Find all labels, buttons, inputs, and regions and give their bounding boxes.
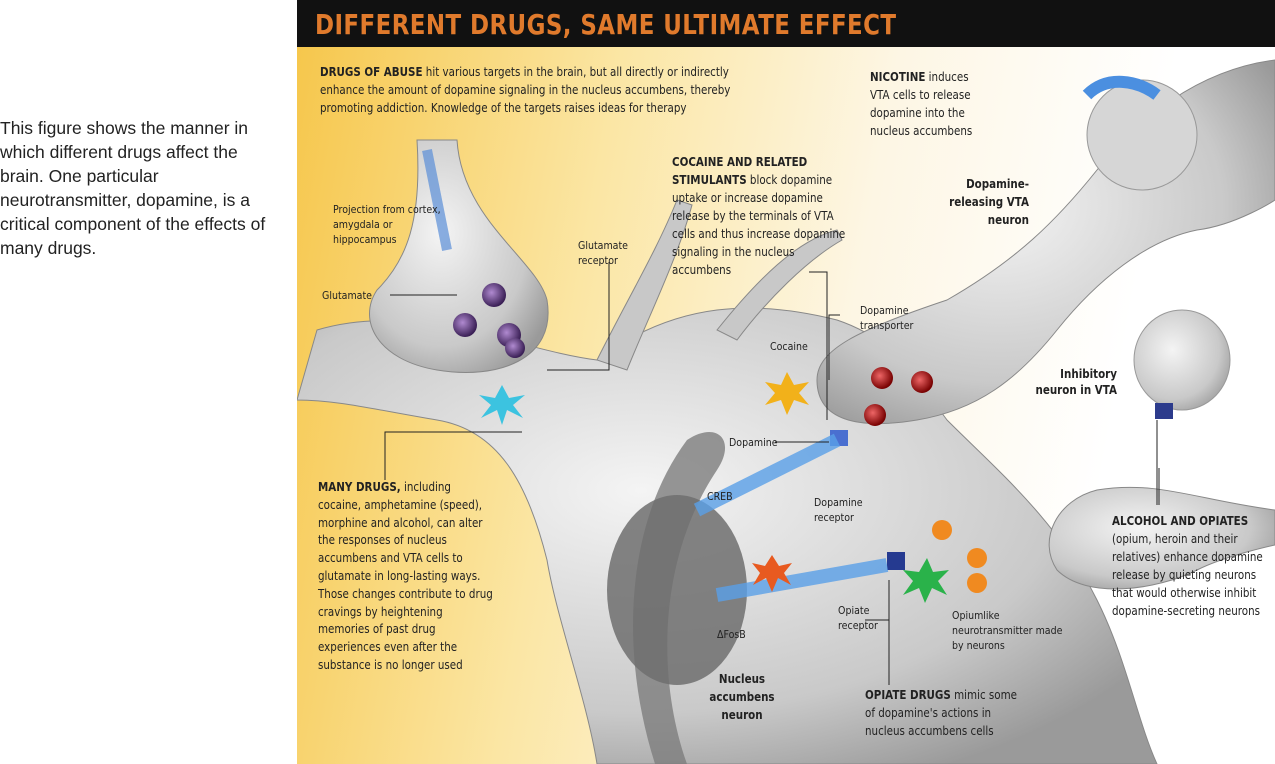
fosb-label: ΔFosB — [717, 628, 746, 641]
glutamate-receptor-label: Glutamate receptor — [578, 239, 629, 267]
opiate-drugs-text: OPIATE DRUGS mimic some of dopamine's ac… — [865, 688, 1018, 738]
nucleus — [607, 495, 747, 685]
cocaine-label: Cocaine — [770, 340, 808, 353]
glutamate-starburst — [479, 385, 525, 425]
nucleus-accumbens-label: Nucleus accumbens neuron — [709, 672, 775, 722]
neuron-illustration — [297, 59, 1275, 764]
projection-label: Projection from cortex, amygdala or hipp… — [333, 203, 441, 246]
figure-caption: This figure shows the manner in which di… — [0, 118, 266, 258]
cocaine-stimulants-text: COCAINE AND RELATED STIMULANTS block dop… — [672, 155, 846, 277]
figure-title: DIFFERENT DRUGS, SAME ULTIMATE EFFECT — [315, 8, 897, 41]
opiate-receptor-label: Opiate receptor — [838, 604, 878, 632]
glutamate-label: Glutamate — [322, 289, 373, 302]
intro-text: DRUGS OF ABUSE hit various targets in th… — [320, 65, 731, 115]
opiumlike-label: Opiumlike neurotransmitter made by neuro… — [952, 609, 1063, 652]
dopamine-vesicles — [864, 367, 933, 426]
opiumlike-vesicles — [932, 520, 987, 593]
inhibitory-neuron-label: Inhibitory neuron in VTA — [1035, 367, 1117, 397]
creb-label: CREB — [707, 490, 733, 503]
many-drugs-text: MANY DRUGS, including cocaine, amphetami… — [318, 480, 493, 672]
dopamine-receptor-label: Dopamine receptor — [814, 496, 863, 524]
dopamine-transporter-label: Dopamine transporter — [860, 304, 914, 332]
drug-effects-figure: DIFFERENT DRUGS, SAME ULTIMATE EFFECT — [297, 0, 1275, 764]
opiate-terminal — [1048, 486, 1275, 590]
glutamate-vesicles — [453, 283, 525, 358]
opiate-receptor-vta — [1155, 403, 1173, 419]
nicotine-text: NICOTINE induces VTA cells to release do… — [870, 70, 973, 138]
inhibitory-neuron — [1133, 309, 1231, 411]
opiate-starburst — [903, 558, 949, 603]
alcohol-opiates-text: ALCOHOL AND OPIATES (opium, heroin and t… — [1112, 514, 1263, 618]
opiate-receptor-shape — [887, 552, 905, 570]
glutamate-terminal — [369, 139, 549, 373]
title-bar: DIFFERENT DRUGS, SAME ULTIMATE EFFECT — [297, 0, 1275, 47]
vta-neuron-label: Dopamine-releasing VTA neuron — [949, 177, 1029, 227]
dopamine-label: Dopamine — [729, 436, 778, 449]
cocaine-starburst — [765, 372, 809, 415]
